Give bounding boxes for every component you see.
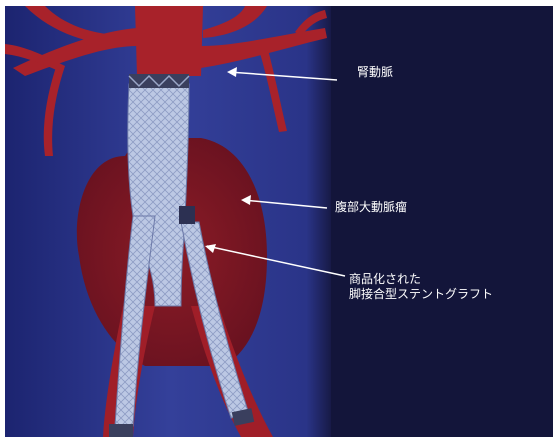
label-aneurysm: 腹部大動脈瘤 bbox=[335, 200, 407, 215]
label-stent-graft-line1: 商品化された bbox=[349, 272, 493, 287]
label-renal-artery: 腎動脈 bbox=[357, 65, 393, 80]
label-stent-graft: 商品化された 脚接合型ステントグラフト bbox=[349, 272, 493, 302]
contralateral-gate bbox=[179, 206, 195, 224]
label-stent-graft-line2: 脚接合型ステントグラフト bbox=[349, 287, 493, 302]
stent-graft-diagram bbox=[5, 6, 553, 437]
illustration-frame: 腎動脈 腹部大動脈瘤 商品化された 脚接合型ステントグラフト bbox=[5, 6, 553, 437]
